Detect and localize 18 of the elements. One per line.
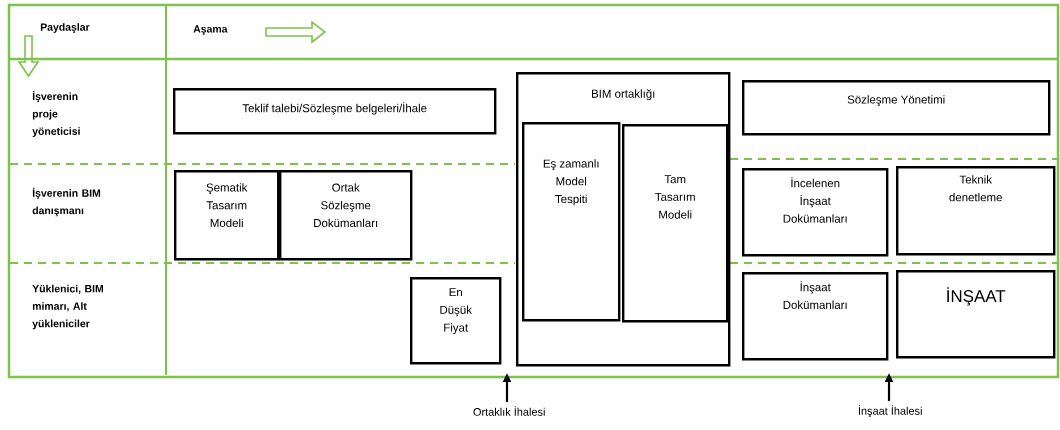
process-box: Ortak Sözleşme Dokümanları [279,170,413,261]
process-box: Teknik denetleme [896,166,1056,256]
process-box: Tam Tasarım Modeli [622,124,729,323]
process-box: Eş zamanlı Model Tespiti [522,122,621,322]
row-label: Aşama [193,25,228,35]
tender-label: İnşaat İhalesi [858,405,922,418]
row-label: İşverenin proje yöneticisi [32,91,80,137]
row-label: İşverenin BIM danışmanı [32,187,101,217]
row-label: Paydaşlar [40,23,90,33]
process-box: Teklif talebi/Sözleşme belgeleri/İhale [173,88,497,135]
process-box: Şematik Tasarım Modeli [174,170,280,261]
process-box: Sözleşme Yönetimi [742,80,1051,136]
row-label: Yüklenici, BIM mimarı, Alt yükleniciler [32,284,103,330]
process-box: İncelenen İnşaat Dokümanları [742,168,889,257]
process-box: İNŞAAT [896,270,1056,359]
process-box: En Düşük Fiyat [410,277,502,365]
process-box: İnşaat Dokümanları [742,272,889,361]
tender-label: Ortaklık İhalesi [473,406,545,416]
